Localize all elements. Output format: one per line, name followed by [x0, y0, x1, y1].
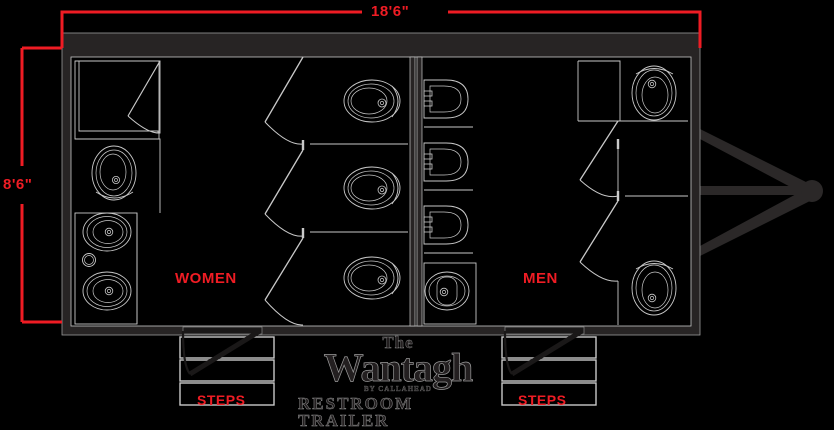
room-label-women: WOMEN	[175, 270, 237, 287]
urinal-fixture	[423, 79, 473, 128]
toilet-fixture	[343, 79, 401, 123]
steps-left	[179, 336, 275, 406]
floor-plan-canvas: 18'6" 8'6" WOMEN MEN STEPS STEPS The Wan…	[3, 3, 823, 430]
height-dimension-line	[20, 46, 62, 324]
trailer-hitch	[698, 129, 823, 256]
center-dividing-wall	[409, 56, 423, 327]
width-dimension-line	[60, 10, 702, 48]
sink-fixture	[82, 212, 132, 252]
women-accessible-stall	[74, 60, 161, 213]
urinal-fixture	[423, 142, 473, 191]
height-dimension-label: 8'6"	[3, 176, 33, 193]
men-stall-doors	[579, 120, 619, 325]
sink-fixture	[82, 271, 132, 311]
trailer-floor-plan-svg	[20, 10, 823, 406]
women-stall-doors	[264, 56, 304, 326]
entry-door-swing-right	[503, 328, 584, 377]
men-upper-partition	[577, 60, 688, 122]
steps-right	[501, 336, 597, 406]
entry-door-swing-left	[181, 328, 262, 377]
men-vanity-counter	[423, 262, 477, 325]
urinal-fixture	[423, 205, 473, 254]
door-opening	[504, 326, 585, 335]
steps-label-right: STEPS	[518, 392, 567, 408]
women-stall-partitions	[301, 140, 408, 238]
toilet-fixture	[631, 260, 677, 316]
door-opening	[182, 326, 263, 335]
width-dimension-label: 18'6"	[371, 3, 410, 20]
toilet-fixture	[631, 65, 677, 121]
sink-fixture	[424, 271, 470, 311]
soap-dispenser	[82, 253, 96, 267]
men-stall-partitions	[616, 139, 688, 201]
room-label-men: MEN	[523, 270, 558, 287]
toilet-fixture	[91, 145, 137, 201]
toilet-fixture	[343, 166, 401, 210]
steps-label-left: STEPS	[197, 392, 246, 408]
trailer-outer-wall	[61, 32, 701, 336]
toilet-fixture	[343, 256, 401, 300]
